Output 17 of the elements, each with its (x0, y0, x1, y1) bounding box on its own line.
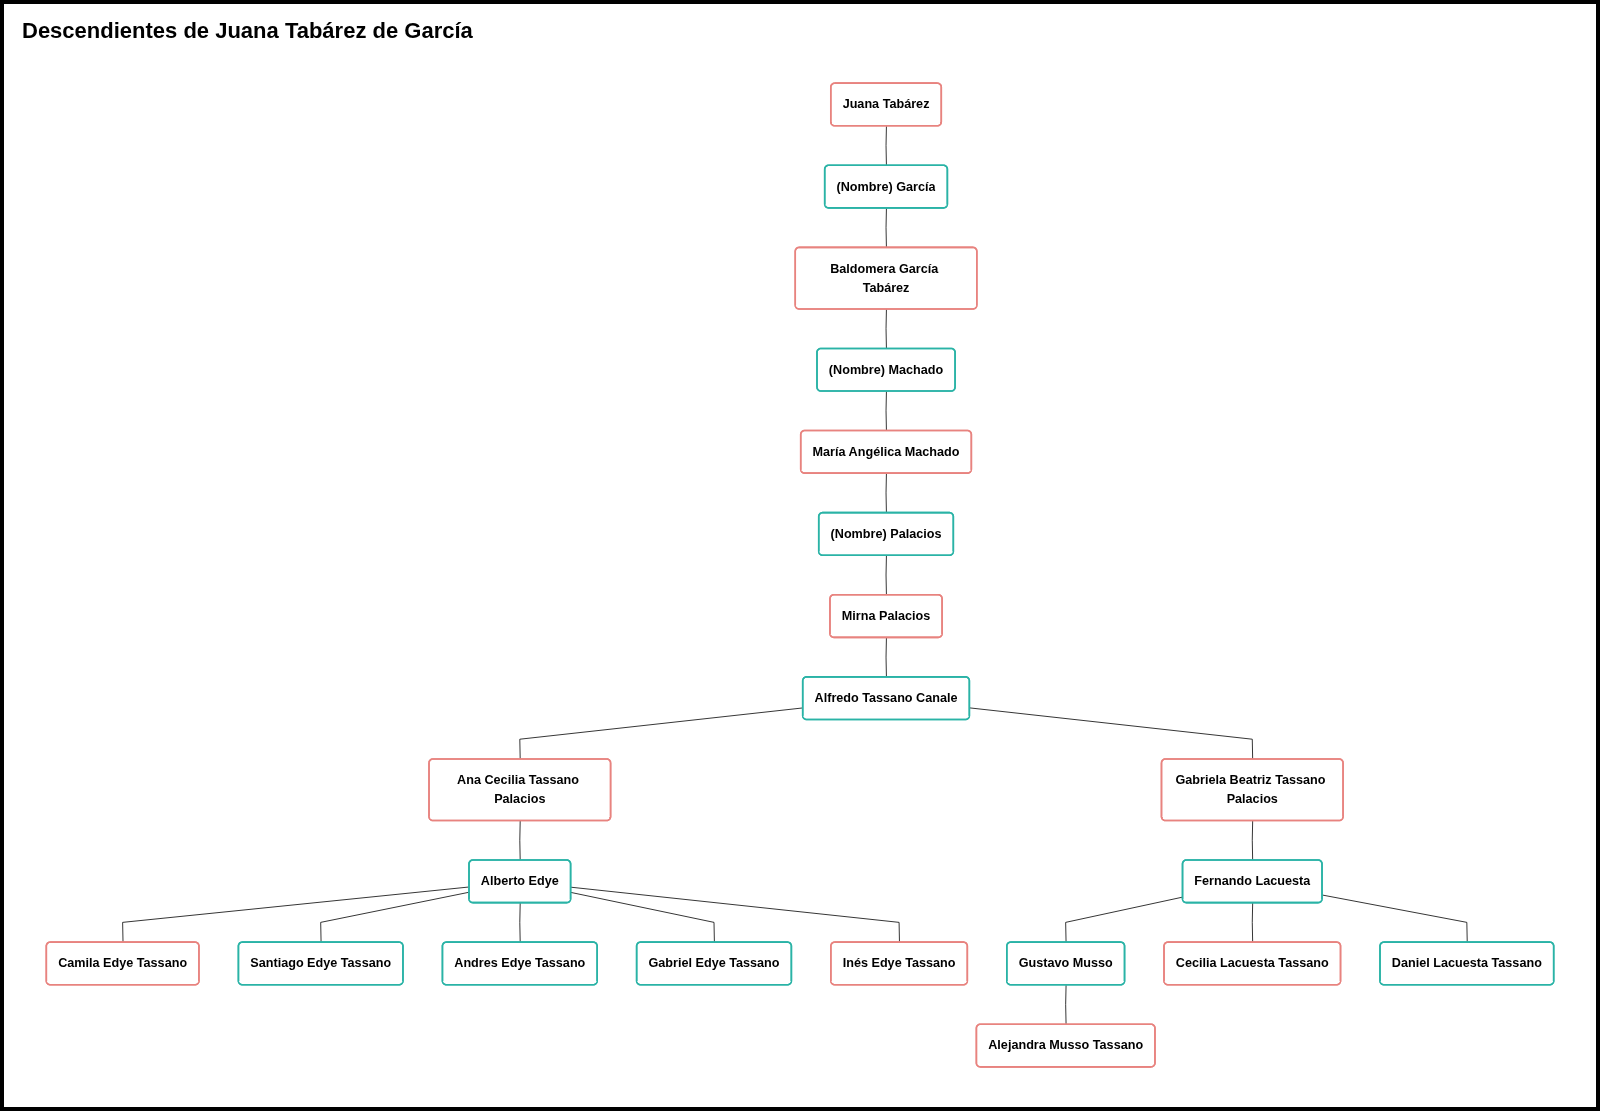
connector (570, 892, 715, 943)
diagram-title: Descendientes de Juana Tabárez de García (22, 18, 473, 44)
connector (122, 886, 470, 943)
connector (969, 707, 1254, 760)
connector (885, 473, 887, 514)
connector (1251, 820, 1254, 861)
connector (570, 886, 900, 943)
connector (320, 891, 470, 943)
connector (885, 125, 887, 167)
connector (1322, 894, 1468, 943)
connector (1251, 902, 1254, 943)
connector (885, 308, 887, 350)
connector (885, 555, 887, 596)
connector (885, 207, 887, 249)
connector (1065, 984, 1067, 1025)
connector (885, 391, 887, 432)
connector (885, 637, 887, 678)
